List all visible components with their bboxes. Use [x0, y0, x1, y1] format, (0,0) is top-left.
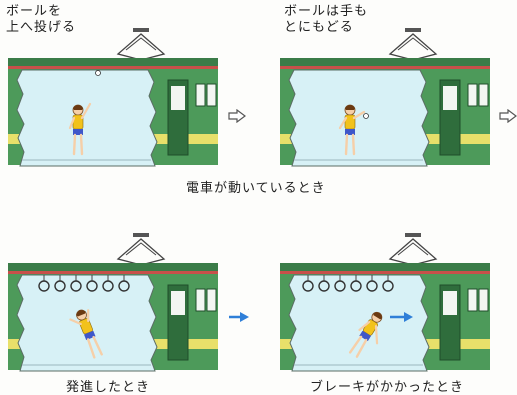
- note-throw: ボールを 上へ投げる: [6, 4, 76, 36]
- person-icon: [68, 102, 92, 156]
- pantograph-icon: [116, 28, 166, 61]
- train-drawing: [280, 233, 490, 372]
- train-interior-cutaway: [16, 69, 158, 167]
- note-throw-line-1: ボールを: [6, 4, 63, 19]
- person-icon: [338, 104, 366, 156]
- note-return-line-1: ボールは手も: [284, 4, 369, 19]
- train-window: [467, 288, 478, 312]
- strap-handle-icon: [70, 275, 82, 292]
- train-drawing: [280, 28, 490, 167]
- pantograph-icon: [116, 233, 166, 266]
- train-drawing: [8, 233, 218, 372]
- train-window: [478, 83, 489, 107]
- train-door-window: [443, 291, 457, 315]
- ball-icon: [363, 113, 369, 119]
- note-return: ボールは手も とにもどる: [284, 4, 368, 36]
- strap-handle-icon: [54, 275, 66, 292]
- strap-handle-icon: [334, 275, 346, 292]
- train-roof: [8, 58, 218, 66]
- strap-handle-icon: [382, 275, 394, 292]
- train-interior-cutaway: [288, 274, 430, 372]
- strap-handle-icon: [102, 275, 114, 292]
- train-drawing: [8, 28, 218, 167]
- strap-handle-icon: [350, 275, 362, 292]
- train-scene-return: [280, 20, 490, 170]
- caption-brake: ブレーキがかかったとき: [310, 380, 465, 395]
- train-scene-start: [8, 225, 218, 375]
- train-roof: [8, 263, 218, 271]
- train-window: [195, 83, 206, 107]
- train-door-window: [443, 86, 457, 110]
- train-roof: [280, 58, 490, 66]
- train-window: [195, 288, 206, 312]
- pantograph-icon: [388, 28, 438, 61]
- pantograph-icon: [388, 233, 438, 266]
- train-scene-brake: [280, 225, 490, 375]
- train-window: [467, 83, 478, 107]
- person-icon: [348, 311, 383, 358]
- ball-icon: [95, 70, 101, 76]
- hollow-arrow-icon: [499, 108, 517, 127]
- train-scene-throw: [8, 20, 218, 170]
- person-icon: [69, 309, 103, 359]
- note-throw-line-2: 上へ投げる: [6, 20, 77, 35]
- train-window: [206, 288, 217, 312]
- train-window: [478, 288, 489, 312]
- strap-handle-icon: [318, 275, 330, 292]
- caption-moving: 電車が動いているとき: [186, 181, 326, 196]
- train-roof: [280, 263, 490, 271]
- hollow-arrow-icon: [228, 108, 246, 127]
- caption-start: 発進したとき: [66, 380, 151, 395]
- train-red-stripe: [280, 271, 490, 274]
- train-red-stripe: [8, 271, 218, 274]
- train-interior-cutaway: [288, 69, 430, 167]
- train-window: [206, 83, 217, 107]
- train-door-window: [171, 86, 185, 110]
- blue-arrow-icon: [228, 308, 250, 327]
- train-door-window: [171, 291, 185, 315]
- strap-handle-icon: [302, 275, 314, 292]
- strap-handle-icon: [38, 275, 50, 292]
- blue-arrow-icon: [390, 312, 413, 322]
- train-red-stripe: [8, 66, 218, 69]
- strap-handle-icon: [86, 275, 98, 292]
- note-return-line-2: とにもどる: [284, 20, 354, 35]
- train-red-stripe: [280, 66, 490, 69]
- strap-handle-icon: [118, 275, 130, 292]
- strap-handle-icon: [366, 275, 378, 292]
